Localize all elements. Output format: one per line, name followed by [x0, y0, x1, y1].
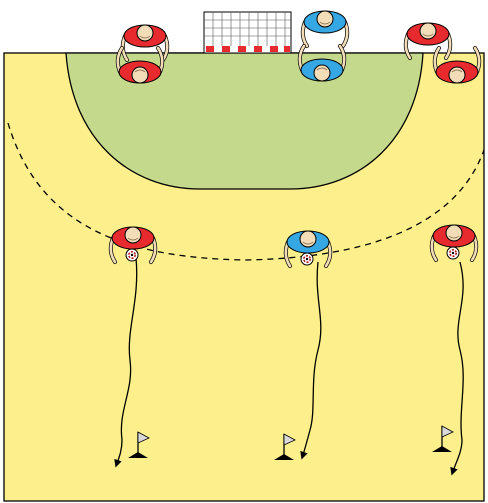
- player-red-defender-right-2: [432, 46, 482, 84]
- player-blue-attacker-center: [283, 230, 333, 268]
- goal: [203, 11, 292, 54]
- player-blue-defender-center-2: [297, 44, 347, 82]
- dribble-path-center: [300, 261, 322, 460]
- players-layer: [108, 10, 482, 268]
- flag-left-marker: [128, 431, 150, 458]
- ball-red-attacker-left: [125, 248, 139, 262]
- player-red-defender-left-2: [115, 46, 165, 84]
- flag-right-marker: [432, 425, 454, 452]
- player-red-attacker-left: [108, 226, 158, 264]
- player-red-defender-left-1: [120, 24, 170, 62]
- player-blue-defender-center-1: [300, 10, 350, 48]
- player-red-defender-right-1: [403, 22, 453, 60]
- goal-area: [65, 52, 424, 190]
- player-red-attacker-right: [429, 224, 479, 262]
- ball-red-attacker-right: [446, 246, 460, 260]
- dribble-path-right: [450, 261, 464, 476]
- flag-center-marker: [274, 433, 296, 460]
- ball-blue-attacker-center: [300, 252, 314, 266]
- free-throw-line: [7, 122, 485, 261]
- dribble-path-left: [114, 257, 138, 468]
